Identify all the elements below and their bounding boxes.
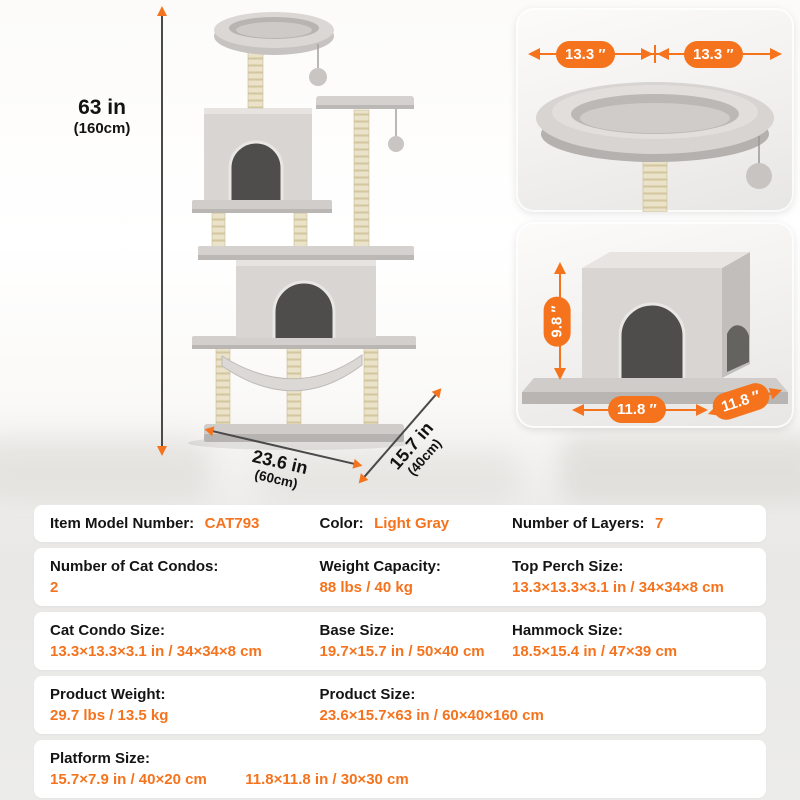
height-metric: (160cm) (73, 120, 131, 138)
top-perch-illustration (528, 45, 782, 212)
perch-width-dimension-badge: 13.3 ″ (556, 41, 615, 68)
spec-label: Number of Layers: (512, 515, 645, 532)
spec-weight-capacity: Weight Capacity: 88 lbs / 40 kg (320, 556, 513, 598)
spec-value: 11.8×11.8 in / 30×30 cm (245, 771, 409, 788)
spec-value: 18.5×15.4 in / 47×39 cm (512, 643, 678, 660)
upper-platform (192, 200, 332, 213)
spec-label: Top Perch Size: (512, 558, 624, 575)
spec-value: 15.7×7.9 in / 40×20 cm (50, 771, 207, 788)
height-dimension-label: 63 in (160cm) (46, 96, 158, 137)
condo-roof-platform (198, 246, 414, 260)
spec-label: Base Size: (319, 622, 395, 639)
middle-platform (192, 336, 416, 349)
condo-front-dimension-badge: 11.8 ″ (608, 396, 666, 423)
spec-row-1: Item Model Number: CAT793 Color: Light G… (34, 505, 766, 542)
spec-row-3: Cat Condo Size: 13.3×13.3×3.1 in / 34×34… (34, 612, 766, 670)
blurred-room-background (0, 438, 210, 502)
spec-number-of-layers: Number of Layers: 7 (512, 513, 750, 534)
spec-item-model-number: Item Model Number: CAT793 (50, 513, 320, 534)
spec-top-perch-size: Top Perch Size: 13.3×13.3×3.1 in / 34×34… (512, 556, 750, 598)
spec-label: Product Weight: (50, 686, 166, 703)
spec-label: Platform Size: (50, 750, 151, 767)
spec-table: Item Model Number: CAT793 Color: Light G… (34, 505, 766, 798)
spec-platform-size: Platform Size: 15.7×7.9 in / 40×20 cm 11… (50, 748, 750, 790)
spec-row-4: Product Weight: 29.7 lbs / 13.5 kg Produ… (34, 676, 766, 734)
hanging-pompom-ball (388, 109, 404, 152)
spec-label: Number of Cat Condos: (50, 558, 219, 575)
cat-condo-detail-photo: 9.8 ″ 11.8 ″ 11.8 ″ (516, 222, 794, 428)
hammock (221, 354, 363, 392)
spec-label: Color: (319, 515, 364, 532)
blurred-room-background (560, 434, 800, 504)
spec-value: 2 (50, 579, 59, 596)
spec-base-size: Base Size: 19.7×15.7 in / 50×40 cm (320, 620, 513, 662)
spec-value: 88 lbs / 40 kg (319, 579, 413, 596)
spec-value: 13.3×13.3×3.1 in / 34×34×8 cm (50, 643, 262, 660)
spec-product-weight: Product Weight: 29.7 lbs / 13.5 kg (50, 684, 320, 726)
mid-cat-condo (236, 260, 376, 338)
hanging-pompom-ball (309, 44, 327, 86)
spec-value: Light Gray (374, 515, 450, 532)
height-value: 63 in (78, 96, 126, 119)
spec-value: 23.6×15.7×63 in / 60×40×160 cm (319, 707, 544, 724)
small-side-platform (316, 96, 414, 109)
spec-color: Color: Light Gray (320, 513, 513, 534)
spec-number-of-cat-condos: Number of Cat Condos: 2 (50, 556, 320, 598)
hanging-pompom-ball (746, 136, 772, 189)
spec-product-size: Product Size: 23.6×15.7×63 in / 60×40×16… (320, 684, 751, 726)
spec-label: Product Size: (319, 686, 416, 703)
spec-label: Item Model Number: (50, 515, 195, 532)
height-dimension-line (157, 6, 167, 456)
spec-label: Weight Capacity: (319, 558, 441, 575)
spec-value: 13.3×13.3×3.1 in / 34×34×8 cm (512, 579, 724, 596)
spec-row-2: Number of Cat Condos: 2 Weight Capacity:… (34, 548, 766, 606)
spec-value: CAT793 (204, 515, 260, 532)
spec-hammock-size: Hammock Size: 18.5×15.4 in / 47×39 cm (512, 620, 750, 662)
spec-cat-condo-size: Cat Condo Size: 13.3×13.3×3.1 in / 34×34… (50, 620, 320, 662)
cat-tree-illustration (188, 12, 416, 450)
condo-height-dimension-badge: 9.8 ″ (543, 296, 571, 347)
spec-label: Cat Condo Size: (50, 622, 165, 639)
round-perch-bed (536, 82, 774, 162)
perch-depth-dimension-badge: 13.3 ″ (684, 41, 743, 68)
upper-cat-condo (204, 108, 312, 200)
condo-cube (582, 252, 750, 378)
up-arrowhead-icon (157, 6, 167, 16)
spec-value: 7 (655, 515, 664, 532)
blurred-room-background (260, 450, 520, 504)
down-arrowhead-icon (157, 446, 167, 456)
top-perch-detail-photo: 13.3 ″ 13.3 ″ (516, 8, 794, 212)
spec-label: Hammock Size: (512, 622, 623, 639)
top-perch-bed (214, 12, 334, 55)
spec-value: 19.7×15.7 in / 50×40 cm (319, 643, 485, 660)
spec-value: 29.7 lbs / 13.5 kg (50, 707, 169, 724)
spec-row-5: Platform Size: 15.7×7.9 in / 40×20 cm 11… (34, 740, 766, 798)
